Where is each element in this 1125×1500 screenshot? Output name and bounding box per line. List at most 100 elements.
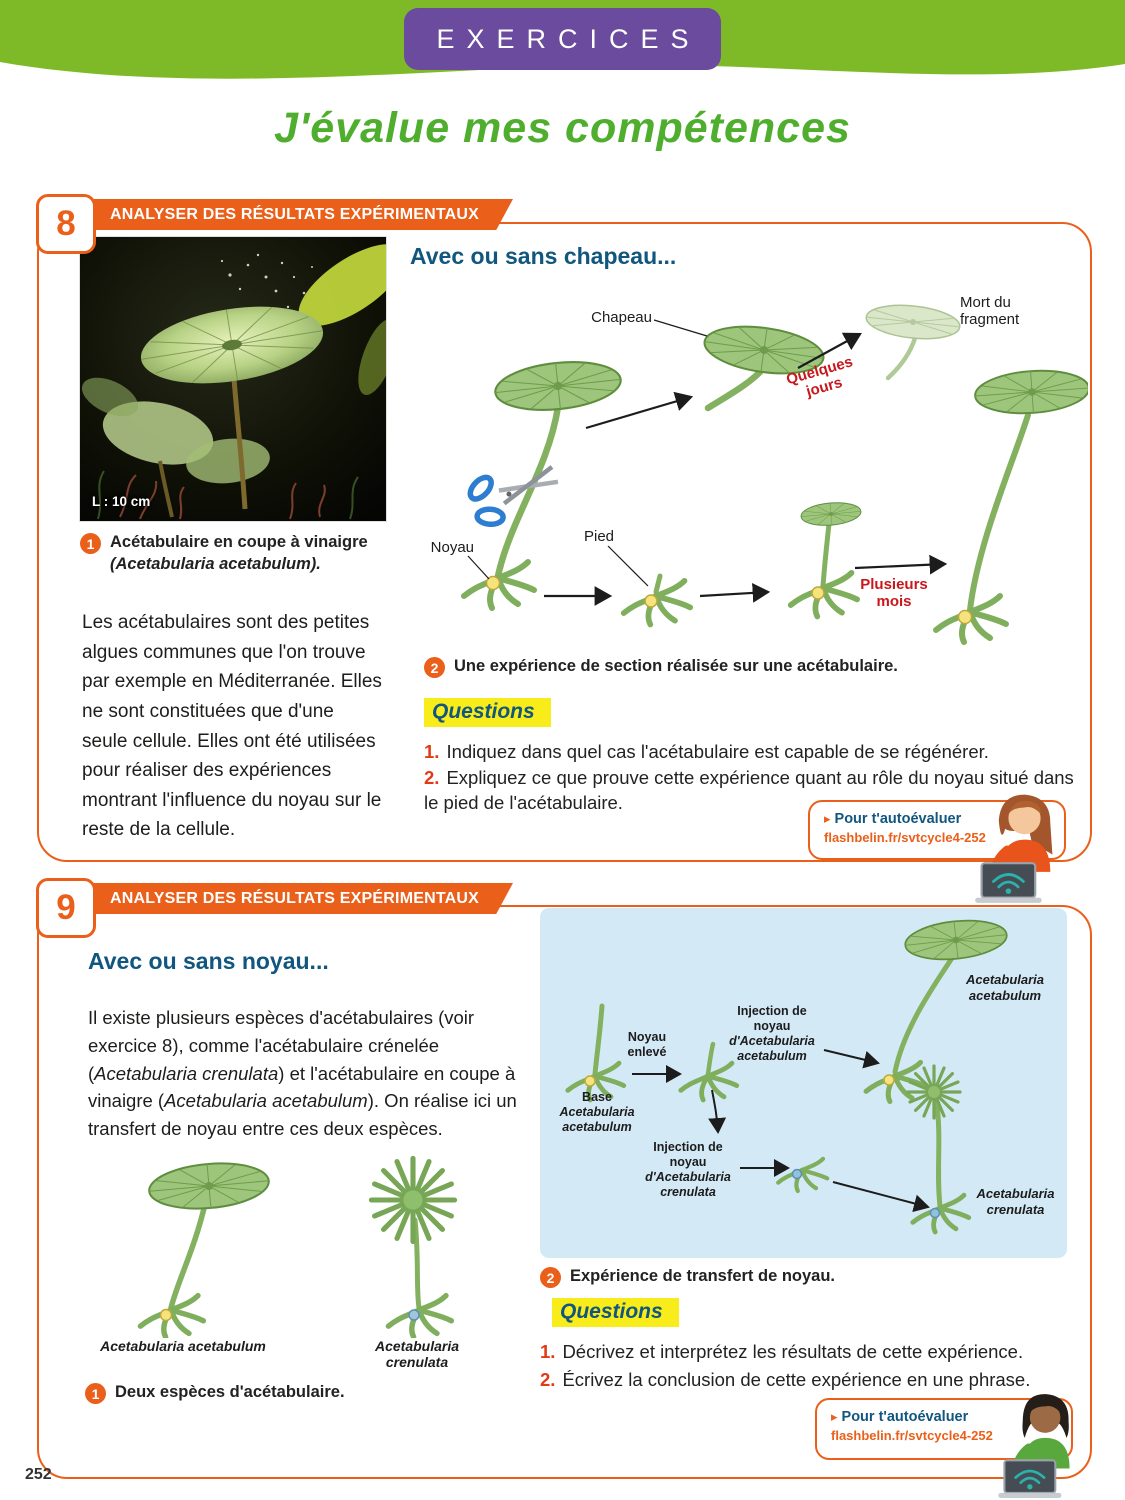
label-part-italic: Acetabularia acetabulum [559,1105,635,1134]
base-acetabulum [568,1003,624,1100]
exercise-9-diagram-caption: 2 Expérience de transfert de noyau. [540,1266,1060,1288]
autoeval-label: ▸Pour t'autoévaluer [831,1409,1071,1425]
caption-text: Deux espèces d'acétabulaire. [115,1383,345,1401]
exercise-8-question-2: 2.Expliquez ce que prouve cette expérien… [424,766,1084,816]
exercices-tab: EXERCICES [404,8,721,70]
species-label-crenulata: Acetabularia crenulata [374,1338,460,1370]
autoeval-label-text: Pour t'autoévaluer [841,1409,969,1425]
exercise-8-photo-caption: 1 Acétabulaire en coupe à vinaigre (Acet… [80,532,390,576]
acetabularia-photo-illustration [80,237,386,521]
exercise-8-number-badge: 8 [36,194,96,254]
exercise-9-question-1: 1. Décrivez et interprétez les résultats … [540,1340,1070,1365]
autoeval-url[interactable]: flashbelin.fr/svtcycle4-252 [824,830,986,845]
transfer-arrows [632,1049,930,1213]
student-with-laptop-illustration [998,1394,1070,1498]
base-without-nucleus [681,1041,737,1100]
label-part: Injection de noyau [653,1140,723,1169]
exercise-9-question-2: 2. Écrivez la conclusion de cette expérie… [540,1368,1070,1393]
autoeval-label-text: Pour t'autoévaluer [834,811,962,827]
scissors-icon [467,465,559,528]
label-result-crenulata: Acetabularia crenulata [976,1186,1055,1217]
photo-caption-text: Acétabulaire en coupe à vinaigre (Acetab… [110,532,390,576]
crenulata-alga [371,1158,454,1337]
label-injection-crenulata: Injection de noyau d'Acetabularia crenul… [642,1140,734,1200]
acetabulum-alga [140,1157,272,1337]
label-part-italic: d'Acetabularia acetabulum [729,1034,815,1063]
exercise-9-banner: ANALYSER DES RÉSULTATS EXPÉRIMENTAUX [94,883,513,914]
exercise-9-caption-1: 1 Deux espèces d'acétabulaire. [85,1382,485,1404]
exercices-tab-label: EXERCICES [436,23,701,54]
exercise-9-questions-heading: Questions [552,1298,679,1327]
label-lines [467,319,708,587]
label-noyau-enleve: Noyau enlevé [627,1030,667,1059]
question-number: 1. [540,1341,556,1362]
photo-caption-main: Acétabulaire en coupe à vinaigre [110,533,368,551]
nucleus-transfer-panel: Base Acetabularia acetabulum Noyau enlev… [540,908,1067,1258]
caption-number-2-badge: 2 [540,1267,561,1288]
label-part: Injection de noyau [737,1004,807,1033]
exercise-8-questions-heading: Questions [424,698,551,727]
label-plusieurs-mois: Plusieurs mois [860,576,928,611]
question-text: Décrivez et interprétez les résultats de… [562,1341,1024,1362]
label-mort-fragment: Mort du fragment [960,294,1020,329]
species-name: Acetabularia acetabulum [164,1090,368,1112]
student-with-laptop-illustration [975,794,1053,903]
caption-number-2-badge: 2 [424,657,445,678]
label-result-acetabulum: Acetabularia acetabulum [965,972,1045,1003]
pied-regrowing [791,499,863,616]
exercise-9-intro: Il existe plusieurs espèces d'acétabulai… [88,1004,536,1143]
section-experiment-diagram: Chapeau Mort du fragment Quelques jours … [408,280,1088,655]
autoeval-label: ▸Pour t'autoévaluer [824,811,1064,827]
species-label-acetabulum: Acetabularia acetabulum [100,1338,266,1354]
label-part-italic: d'Acetabularia crenulata [645,1170,731,1199]
label-pied: Pied [584,528,615,545]
exercise-8-intro: Les acétabulaires sont des petites algue… [82,612,382,841]
label-chapeau: Chapeau [591,309,652,326]
result-crenulata-alga [906,1064,969,1232]
caption-number-1-badge: 1 [80,533,101,554]
question-text: Écrivez la conclusion de cette expérienc… [562,1369,1031,1390]
diagram-caption-text: Une expérience de section réalisée sur u… [454,657,898,675]
autoeval-url[interactable]: flashbelin.fr/svtcycle4-252 [831,1428,993,1443]
photo-scale-label: L : 10 cm [92,494,151,509]
dead-cap-fragment [865,304,961,381]
label-noyau: Noyau [430,539,474,556]
nucleus-transfer-drawing [540,915,1010,1258]
exercise-8-diagram-caption: 2 Une expérience de section réalisée sur… [424,656,1074,678]
play-arrow-icon: ▸ [824,811,831,826]
exercise-9-heading: Avec ou sans noyau... [88,948,329,974]
exercise-9-number-badge: 9 [36,878,96,938]
laptop-wifi-icon [975,862,1042,903]
pied-step-2 [624,573,691,625]
question-number: 2. [424,767,440,788]
caption-number-1-badge: 1 [85,1383,106,1404]
result-acetabulum-alga [866,915,1010,1101]
question-text: Indiquez dans quel cas l'acétabulaire es… [446,741,989,762]
label-base-acetabulum: Base Acetabularia acetabulum [555,1090,639,1135]
question-number: 2. [540,1369,556,1390]
acetabularia-photo: L : 10 cm [79,236,387,522]
exercise-8-diagram-title: Avec ou sans chapeau... [410,243,677,269]
regrown-alga [936,366,1088,642]
intact-alga [464,355,625,608]
base-with-crenulata-nucleus [778,1159,827,1191]
page-title: J'évalue mes compétences [274,104,851,152]
page-number: 252 [25,1466,52,1483]
cut-cap-fragment [700,318,828,412]
caption-text: Expérience de transfert de noyau. [570,1267,836,1285]
intro-part: ) et l'acétabulaire en coupe à vinaigre … [88,1062,516,1112]
intro-part: Il existe plusieurs espèces d'acétabulai… [88,1007,475,1084]
question-text: Expliquez ce que prouve cette expérience… [424,767,1074,813]
play-arrow-icon: ▸ [831,1409,838,1424]
label-injection-acetabulum: Injection de noyau d'Acetabularia acetab… [726,1004,818,1064]
laptop-wifi-icon [998,1459,1062,1498]
exercise-8-question-1: 1. Indiquez dans quel cas l'acétabulaire … [424,740,1079,765]
photo-caption-species: (Acetabularia acetabulum). [110,554,321,573]
exercise-8-banner: ANALYSER DES RÉSULTATS EXPÉRIMENTAUX [94,199,513,230]
section-experiment-drawing [408,304,1088,655]
diagram-arrows [544,332,948,606]
label-part: Base [582,1090,612,1104]
species-name: Acetabularia crenulata [94,1062,279,1084]
question-number: 1. [424,741,440,762]
